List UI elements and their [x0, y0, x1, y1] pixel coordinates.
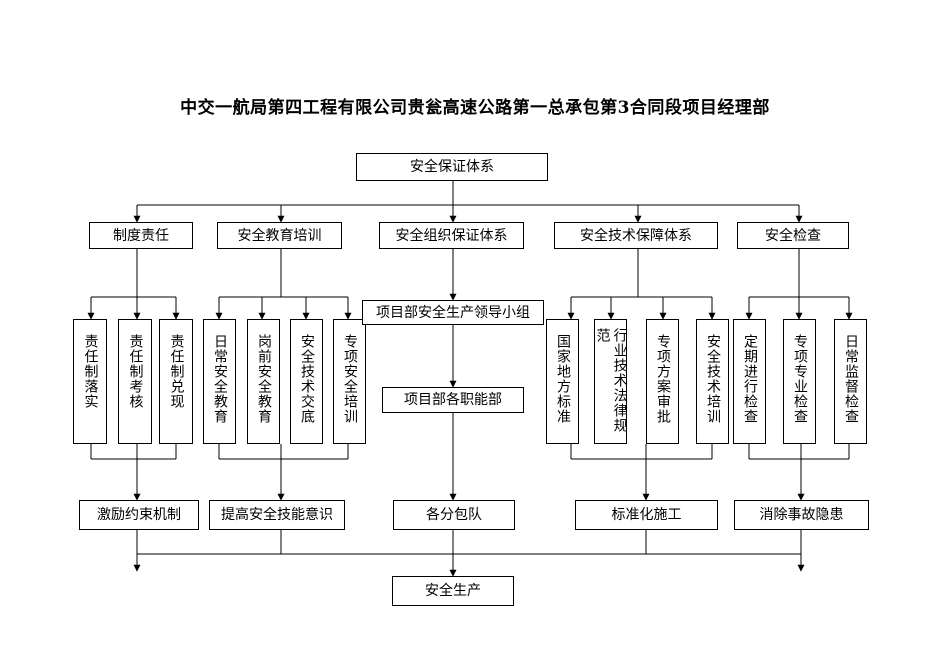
- node-incentive-constraint-mechanism: 激励约束机制: [79, 500, 199, 530]
- node-responsibility-assessment: 责任制考核: [118, 319, 152, 444]
- node-pre-job-safety-education: 岗前安全教育: [247, 319, 280, 444]
- node-daily-supervision-inspection: 日常监督检查: [834, 319, 867, 444]
- page-title: 中交一航局第四工程有限公司贵瓮高速公路第一总承包第3合同段项目经理部: [180, 98, 770, 118]
- node-safety-education-training: 安全教育培训: [217, 222, 342, 249]
- node-safety-assurance-system: 安全保证体系: [356, 153, 548, 181]
- node-eliminate-accident-hazards: 消除事故隐患: [734, 500, 869, 530]
- node-text: 责任制考核: [127, 334, 144, 409]
- node-daily-safety-education: 日常安全教育: [203, 319, 236, 444]
- node-safety-tech-system: 安全技术保障体系: [554, 222, 718, 249]
- node-text: 安全技术交底: [299, 334, 316, 424]
- node-text: 日常安全教育: [212, 334, 229, 424]
- node-text: 国家地方标准: [555, 334, 572, 424]
- node-text: 定期进行检查: [742, 334, 759, 424]
- node-text: 责任制兑现: [168, 334, 185, 409]
- node-responsibility-fulfillment: 责任制兑现: [159, 319, 193, 444]
- node-safety-tech-training: 安全技术培训: [696, 319, 729, 444]
- node-text: 安全技术培训: [705, 334, 722, 424]
- node-text: 行业技术法律规范: [594, 328, 628, 433]
- node-improve-safety-awareness: 提高安全技能意识: [209, 500, 345, 530]
- node-special-safety-training: 专项安全培训: [333, 319, 366, 444]
- node-safety-technical-briefing: 安全技术交底: [290, 319, 323, 444]
- node-text: 专项方案审批: [655, 334, 672, 424]
- node-text: 日常监督检查: [843, 334, 860, 424]
- node-institutional-responsibility: 制度责任: [89, 222, 193, 249]
- node-safety-organization-system: 安全组织保证体系: [379, 222, 524, 249]
- node-safe-production: 安全生产: [392, 576, 514, 606]
- node-text: 岗前安全教育: [256, 334, 273, 424]
- node-project-safety-leadership-group: 项目部安全生产领导小组: [362, 300, 544, 325]
- node-standardized-construction: 标准化施工: [575, 500, 718, 530]
- node-periodic-inspection: 定期进行检查: [733, 319, 766, 444]
- node-responsibility-implementation: 责任制落实: [73, 319, 107, 444]
- node-text: 专项安全培训: [342, 334, 359, 424]
- node-project-functional-departments: 项目部各职能部: [382, 387, 524, 413]
- node-national-local-standards: 国家地方标准: [546, 319, 579, 444]
- node-text: 责任制落实: [82, 334, 99, 409]
- node-safety-inspection: 安全检查: [737, 222, 849, 249]
- node-special-professional-inspection: 专项专业检查: [783, 319, 816, 444]
- node-subcontract-teams: 各分包队: [393, 500, 515, 530]
- node-special-plan-approval: 专项方案审批: [646, 319, 679, 444]
- node-industry-tech-regulations: 行业技术法律规范: [594, 319, 628, 444]
- node-text: 专项专业检查: [792, 334, 809, 424]
